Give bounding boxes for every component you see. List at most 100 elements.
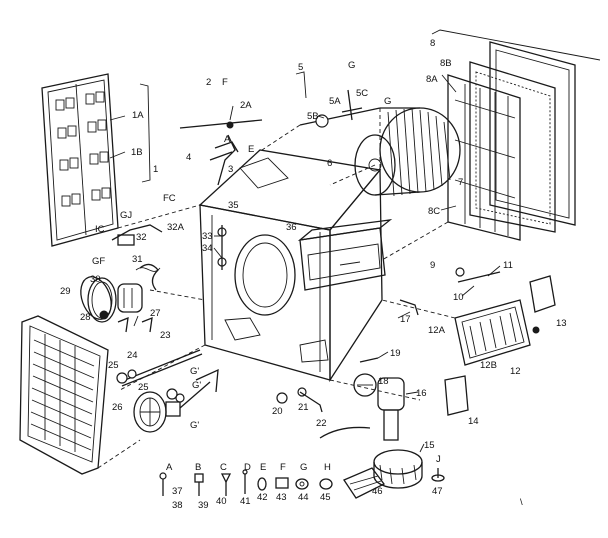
label-32: 32 <box>136 232 147 243</box>
label-26: 26 <box>112 402 123 413</box>
tick-mark: \ <box>520 497 523 508</box>
label-20: 20 <box>272 406 283 417</box>
label-18: 18 <box>378 376 389 387</box>
label-5c: 5C <box>356 88 368 99</box>
control-box <box>297 219 393 291</box>
front-grille <box>444 275 556 416</box>
hardware-row <box>159 467 445 499</box>
label-g-wheel: G <box>384 96 391 107</box>
label-fc: FC <box>163 193 176 204</box>
label-32a: 32A <box>167 222 185 233</box>
label-36: 36 <box>286 222 297 233</box>
label-46: 46 <box>372 486 383 497</box>
label-ic: IC <box>95 224 105 235</box>
label-8c: 8C <box>428 206 440 217</box>
label-e: E <box>248 144 254 155</box>
label-8a: 8A <box>426 74 438 85</box>
label-hw-f: F <box>280 462 286 473</box>
label-4: 4 <box>186 152 191 163</box>
label-25: 25 <box>108 360 119 371</box>
float-ball <box>353 373 377 397</box>
label-hw-a: A <box>166 462 173 473</box>
label-23: 23 <box>160 330 171 341</box>
label-42: 42 <box>257 492 268 503</box>
label-27: 27 <box>150 308 161 319</box>
label-hw-b: B <box>195 462 201 473</box>
label-6: 6 <box>327 158 332 169</box>
label-gj: GJ <box>120 210 132 221</box>
blower-wheel <box>354 107 461 197</box>
label-44: 44 <box>298 492 309 503</box>
media-pad-assembly <box>431 29 601 241</box>
label-5b: 5B <box>307 111 319 122</box>
label-24: 24 <box>127 350 138 361</box>
motor-assembly <box>87 224 163 323</box>
small-parts <box>116 119 540 413</box>
label-30: 30 <box>90 274 101 285</box>
leader-lines <box>109 74 501 453</box>
label-hw-j: J <box>436 454 441 465</box>
front-louver-panel <box>19 315 109 475</box>
label-13: 13 <box>556 318 567 329</box>
label-10: 10 <box>453 292 464 303</box>
label-16: 16 <box>416 388 427 399</box>
label-hw-e: E <box>260 462 266 473</box>
label-g-prime-1: G' <box>190 366 199 377</box>
label-29: 29 <box>60 286 71 297</box>
label-12a: 12A <box>428 325 446 336</box>
label-hw-c: C <box>220 462 227 473</box>
label-hw-g: G <box>300 462 307 473</box>
label-12: 12 <box>510 366 521 377</box>
label-g-prime-3: G' <box>190 420 199 431</box>
label-12b: 12B <box>480 360 497 371</box>
label-hw-d: D <box>244 462 251 473</box>
label-25b: 25 <box>138 382 149 393</box>
guide-lines <box>97 108 456 469</box>
label-2: 2 <box>206 77 211 88</box>
label-21: 21 <box>298 402 309 413</box>
label-34: 34 <box>202 243 213 254</box>
label-g-top: G <box>348 60 355 71</box>
water-tube <box>319 426 371 439</box>
label-5: 5 <box>298 62 303 73</box>
label-1: 1 <box>153 164 158 175</box>
label-47: 47 <box>432 486 443 497</box>
pulley <box>133 381 211 433</box>
side-panel-left <box>41 73 151 247</box>
label-45: 45 <box>320 492 331 503</box>
label-a: A <box>224 134 231 145</box>
label-gf: GF <box>92 256 105 267</box>
label-8b: 8B <box>440 58 452 69</box>
label-8: 8 <box>430 38 435 49</box>
pump-assembly <box>373 377 423 489</box>
label-19: 19 <box>390 348 401 359</box>
label-22: 22 <box>316 418 327 429</box>
label-37: 37 <box>172 486 183 497</box>
label-9: 9 <box>430 260 435 271</box>
label-hw-h: H <box>324 462 331 473</box>
label-5a: 5A <box>329 96 341 107</box>
label-17: 17 <box>400 314 411 325</box>
label-1b: 1B <box>131 147 143 158</box>
blower-shaft <box>295 71 381 128</box>
label-40: 40 <box>216 496 227 507</box>
label-38: 38 <box>172 500 183 511</box>
cabinet-housing <box>119 149 421 401</box>
part-labels: 1 1A 1B 2 F 2A A E 4 3 5 G G 5A 5B 5C 6 … <box>60 38 567 511</box>
label-1a: 1A <box>132 110 144 121</box>
label-31: 31 <box>132 254 143 265</box>
label-41: 41 <box>240 496 251 507</box>
label-7: 7 <box>458 177 463 188</box>
label-11: 11 <box>503 260 513 271</box>
label-2a: 2A <box>240 100 252 111</box>
label-43: 43 <box>276 492 287 503</box>
label-33: 33 <box>202 231 213 242</box>
label-14: 14 <box>468 416 479 427</box>
label-39: 39 <box>198 500 209 511</box>
label-g-prime-2: G' <box>192 380 201 391</box>
label-3: 3 <box>228 164 233 175</box>
label-f: F <box>222 77 228 88</box>
label-35: 35 <box>228 200 239 211</box>
